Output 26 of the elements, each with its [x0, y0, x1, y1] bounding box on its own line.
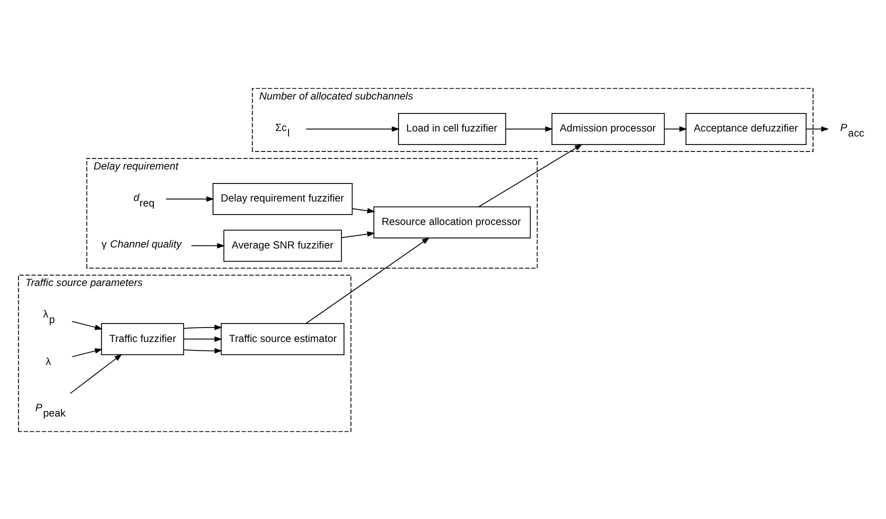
- arrow: [72, 320, 103, 330]
- arrow: [183, 324, 222, 330]
- arrow: [352, 208, 376, 213]
- node-box: Resource allocation processor: [373, 206, 531, 238]
- arrow: [664, 126, 688, 132]
- arrow: [341, 230, 376, 238]
- arrow: [306, 236, 430, 324]
- arrow: [478, 144, 582, 207]
- arrow: [183, 348, 222, 353]
- node-text: γ Channel quality: [101, 239, 182, 250]
- arrow: [183, 336, 222, 342]
- node-box: Average SNR fuzzifier: [223, 229, 342, 262]
- arrow: [70, 353, 122, 394]
- arrow: [166, 196, 214, 202]
- arrow: [806, 126, 829, 132]
- node-box: Delay requirement fuzzifier: [212, 182, 353, 215]
- node-box: Load in cell fuzzifier: [398, 112, 506, 144]
- node-box: Traffic fuzzifier: [101, 322, 184, 355]
- node-box: Traffic source estimator: [220, 322, 344, 355]
- node-text: λ: [46, 356, 51, 368]
- arrow: [506, 126, 554, 132]
- arrow: [72, 348, 103, 357]
- arrow: [306, 126, 400, 132]
- arrow: [190, 242, 225, 248]
- node-box: Admission processor: [552, 112, 665, 144]
- node-box: Acceptance defuzzifier: [686, 112, 807, 144]
